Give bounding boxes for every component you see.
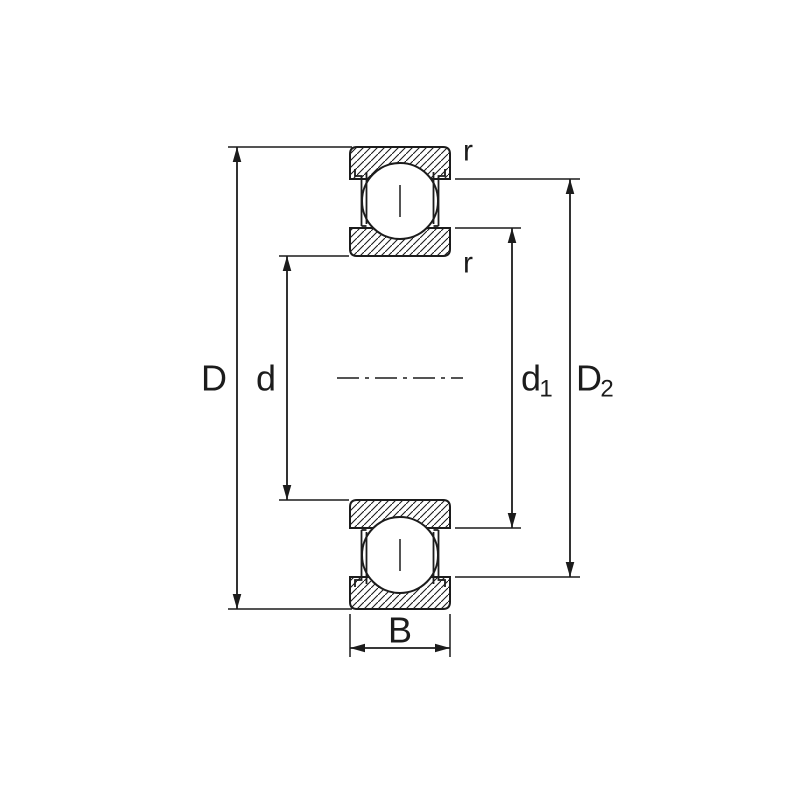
arrowhead-d1-bottom: [507, 513, 517, 528]
label-width: B: [388, 610, 412, 651]
shield-bottom-left: [354, 529, 368, 587]
label-d2-main: D: [576, 358, 602, 399]
dimension-D2: D 2: [455, 178, 614, 578]
label-d1-main: d: [521, 358, 541, 399]
arrowhead-D2-bottom: [565, 562, 575, 577]
arrowhead-B-left: [350, 643, 365, 653]
dimension-d1: d 1: [455, 227, 553, 529]
arrowhead-D-bottom: [232, 594, 242, 609]
bearing-bottom-section: [349, 499, 451, 610]
shield-bottom-right: [432, 529, 446, 587]
label-corner-radius-outer: r: [463, 135, 473, 168]
dimension-B: B: [349, 610, 451, 657]
arrowhead-D2-top: [565, 179, 575, 194]
arrowhead-B-right: [435, 643, 450, 653]
label-d2-subscript: 2: [600, 376, 613, 403]
arrowhead-D-top: [232, 147, 242, 162]
inner-ring-top-section: [349, 227, 451, 257]
dimension-d: d: [256, 255, 349, 501]
shield-top-right: [432, 169, 446, 227]
label-d1-subscript: 1: [539, 376, 552, 403]
inner-ring-bottom-section: [349, 499, 451, 529]
arrowhead-d1-top: [507, 228, 517, 243]
label-outer-diameter: D: [201, 358, 227, 399]
shield-top-left: [354, 169, 368, 227]
label-corner-radius-inner: r: [463, 247, 473, 280]
dimension-D: D: [201, 146, 352, 610]
arrowhead-d-top: [282, 256, 292, 271]
arrowhead-d-bottom: [282, 485, 292, 500]
bearing-top-section: [349, 146, 451, 257]
label-bore-diameter: d: [256, 358, 276, 399]
